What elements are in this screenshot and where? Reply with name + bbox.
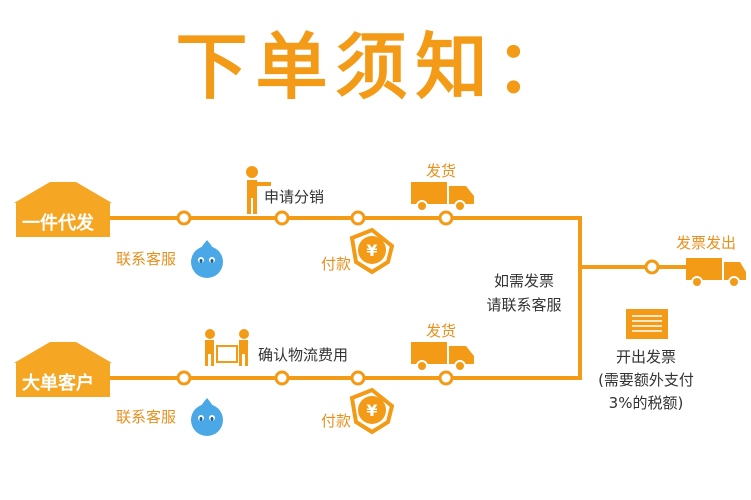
node bbox=[274, 370, 290, 386]
invoice-issue-label: 开出发票 bbox=[615, 348, 676, 366]
page-title: 下单须知： bbox=[175, 25, 576, 109]
workers-box-icon bbox=[205, 329, 249, 366]
truck-icon bbox=[411, 182, 474, 212]
house-icon bbox=[14, 182, 112, 237]
start-label-bulk: 大单客户 bbox=[22, 373, 94, 394]
invoice-tax-note-line-1: (需要额外支付 bbox=[598, 371, 694, 389]
route-nodes bbox=[176, 210, 660, 386]
confirm-shipping-fee-label: 确认物流费用 bbox=[258, 346, 349, 364]
truck-icon bbox=[411, 342, 474, 372]
node bbox=[438, 210, 454, 226]
qq-bubble-icon bbox=[191, 398, 223, 436]
yuan-pay-icon: ¥ bbox=[349, 387, 395, 435]
node bbox=[350, 370, 366, 386]
ship-label: 发货 bbox=[426, 162, 457, 180]
node bbox=[176, 210, 192, 226]
invoice-tax-note-line-2: 3%的税额) bbox=[608, 394, 684, 412]
contact-label: 联系客服 bbox=[116, 250, 177, 268]
invoice-doc-icon bbox=[626, 309, 668, 339]
node bbox=[438, 370, 454, 386]
node bbox=[274, 210, 290, 226]
bottom-route-line bbox=[108, 267, 582, 380]
node bbox=[350, 210, 366, 226]
yuan-pay-icon: ¥ bbox=[349, 227, 395, 275]
node bbox=[644, 259, 660, 275]
start-label-dropship: 一件代发 bbox=[22, 213, 94, 234]
invoice-note-line-2: 请联系客服 bbox=[486, 296, 562, 314]
svg-text:¥: ¥ bbox=[366, 241, 377, 260]
person-pointing-icon bbox=[246, 166, 271, 214]
house-icon bbox=[14, 342, 112, 397]
ship-label: 发货 bbox=[426, 322, 457, 340]
invoice-sent-label: 发票发出 bbox=[676, 234, 737, 252]
pay-label: 付款 bbox=[321, 412, 352, 430]
truck-icon bbox=[686, 258, 746, 288]
qq-bubble-icon bbox=[191, 240, 223, 278]
apply-distribution-label: 申请分销 bbox=[264, 188, 325, 206]
pay-label: 付款 bbox=[321, 255, 352, 273]
contact-label: 联系客服 bbox=[116, 408, 177, 426]
node bbox=[176, 370, 192, 386]
invoice-note-line-1: 如需发票 bbox=[493, 272, 554, 290]
svg-text:¥: ¥ bbox=[366, 401, 377, 420]
